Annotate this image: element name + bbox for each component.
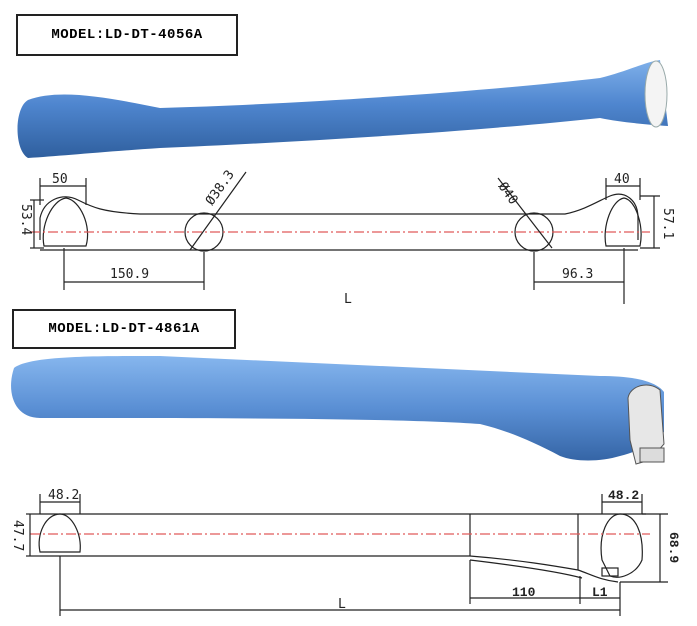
model-label-2: MODEL:LD-DT-4861A xyxy=(12,309,236,349)
dim-bend-length-2: 110 xyxy=(512,585,536,600)
dim-left-width-2: 48.2 xyxy=(48,488,79,503)
model-label-1: MODEL:LD-DT-4056A xyxy=(16,14,238,56)
dim-length-2: L xyxy=(338,597,346,612)
dim-dia-left-1: Ø38.3 xyxy=(203,168,238,209)
tube-render-1 xyxy=(17,60,668,158)
dim-l1-2: L1 xyxy=(592,585,608,600)
drawing-2 xyxy=(26,494,668,616)
dim-right-width-2: 48.2 xyxy=(608,488,639,503)
dim-dia-right-1: Ø40 xyxy=(495,180,521,208)
dim-right-width-1: 40 xyxy=(614,172,630,187)
dim-right-height-1: 57.1 xyxy=(660,208,675,239)
tube-render-2 xyxy=(11,356,665,465)
dim-left-height-2: 47.7 xyxy=(10,520,25,551)
drawing-1 xyxy=(30,171,660,304)
dim-left-offset-1: 150.9 xyxy=(110,267,149,282)
dim-left-height-1: 53.4 xyxy=(18,204,33,235)
dim-right-offset-1: 96.3 xyxy=(562,267,593,282)
dim-length-1: L xyxy=(344,292,352,307)
dim-left-width-1: 50 xyxy=(52,172,68,187)
dim-right-height-2: 68.9 xyxy=(666,532,681,563)
